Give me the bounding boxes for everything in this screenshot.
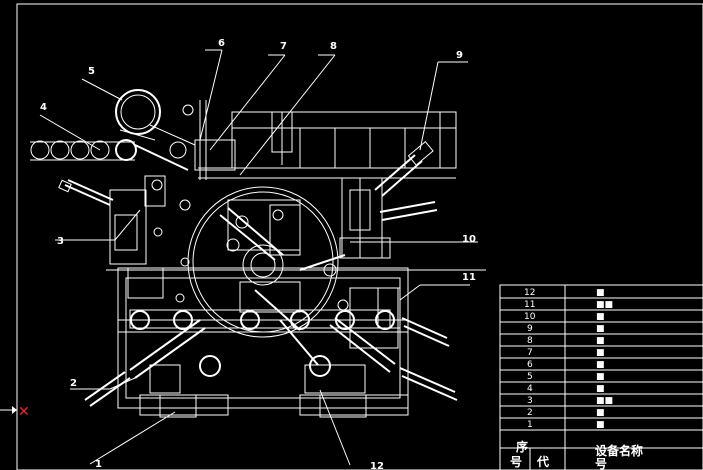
callout-11: 11 xyxy=(462,272,476,283)
table-row-mark: ■■ xyxy=(596,300,613,310)
parts-table xyxy=(499,284,703,470)
table-row-num: 9 xyxy=(527,324,533,334)
callout-5: 5 xyxy=(88,66,95,77)
table-row-num: 5 xyxy=(527,372,533,382)
table-row-mark: ■ xyxy=(596,336,605,346)
table-row-num: 1 xyxy=(527,420,533,430)
cursor-x-icon: ✕ xyxy=(18,404,30,420)
machine-assembly xyxy=(30,89,486,418)
table-row-num: 11 xyxy=(524,300,535,310)
parts-table-numbers: 12 11 10 9 8 7 6 5 4 3 2 1 xyxy=(524,288,536,430)
table-row-mark: ■ xyxy=(596,348,605,358)
parts-table-header: 序 号 代 设备名称 号 xyxy=(510,439,643,470)
callout-8: 8 xyxy=(330,41,337,52)
table-row-num: 10 xyxy=(524,312,536,322)
callout-10: 10 xyxy=(462,234,476,245)
callout-labels: 1 2 3 4 5 6 7 8 9 10 11 12 xyxy=(40,38,476,470)
table-row-num: 7 xyxy=(527,348,533,358)
table-row-num: 8 xyxy=(527,336,533,346)
callout-3: 3 xyxy=(57,236,64,247)
callout-7: 7 xyxy=(280,41,287,52)
header-no: 号 xyxy=(510,454,522,469)
table-row-mark: ■ xyxy=(596,312,605,322)
table-row-num: 3 xyxy=(527,396,533,406)
callout-9: 9 xyxy=(456,50,463,61)
callout-4: 4 xyxy=(40,102,47,113)
header-code: 代 xyxy=(536,454,549,469)
table-row-mark: ■■ xyxy=(596,396,613,406)
header-name: 设备名称 xyxy=(595,443,643,458)
table-row-mark: ■ xyxy=(596,384,605,394)
table-row-mark: ■ xyxy=(596,288,605,298)
table-row-num: 6 xyxy=(527,360,533,370)
callout-12: 12 xyxy=(370,461,384,470)
callout-1: 1 xyxy=(95,459,102,470)
drawing-frame xyxy=(16,3,703,470)
table-row-num: 12 xyxy=(524,288,535,298)
table-row-mark: ■ xyxy=(596,360,605,370)
parts-table-marks: ■ ■■ ■ ■ ■ ■ ■ ■ ■ ■■ ■ ■ xyxy=(596,288,613,430)
callout-2: 2 xyxy=(70,378,77,389)
callout-leaders xyxy=(39,49,478,466)
table-row-mark: ■ xyxy=(596,372,605,382)
table-row-num: 2 xyxy=(527,408,533,418)
table-row-mark: ■ xyxy=(596,420,605,430)
table-row-mark: ■ xyxy=(596,324,605,334)
table-row-num: 4 xyxy=(527,384,533,394)
header-seq: 序 xyxy=(516,439,528,454)
table-row-mark: ■ xyxy=(596,408,605,418)
ucs-marker: ✕ xyxy=(0,404,30,420)
header-name-2: 号 xyxy=(595,456,607,470)
callout-6: 6 xyxy=(218,38,225,49)
